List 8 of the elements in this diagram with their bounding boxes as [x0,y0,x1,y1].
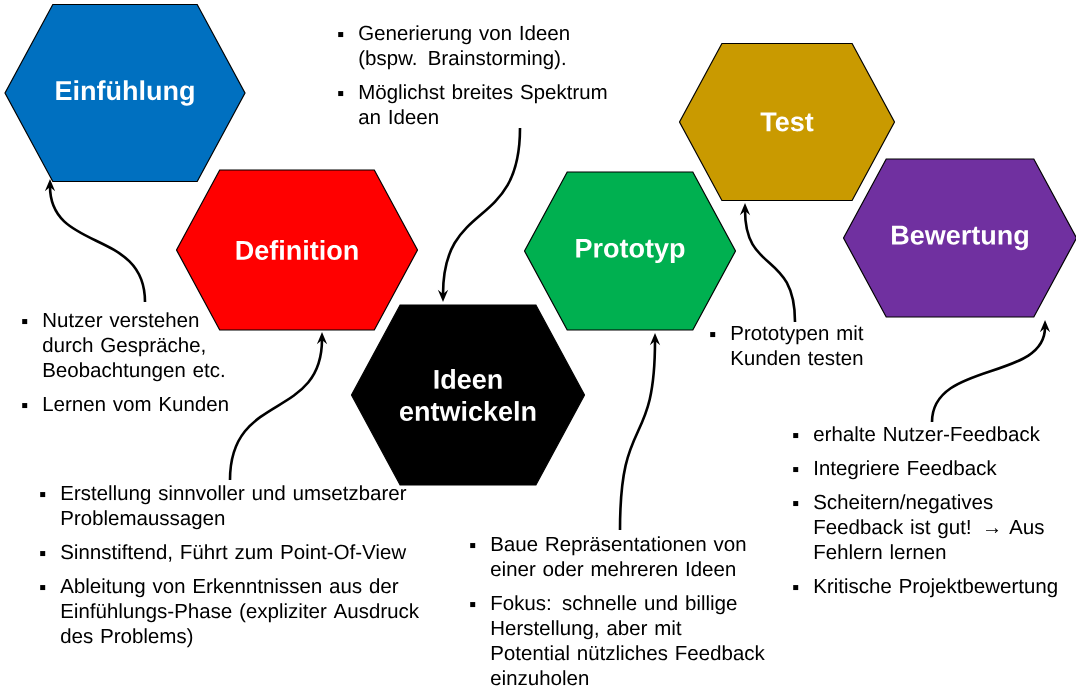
bullet-list: Erstellung sinnvoller und umsetzbarer Problemaussagen Sinnstiftend, Führt zum Point-Of-View Ableitung von Erkenntnissen aus der Einfühlungs-Phase (expliziter Ausdruck des Problems) [40,485,420,648]
bullet-list: Generierung von Ideen (bspw. Brainstorming). Möglichst breites Spektrum an Ideen [338,25,607,125]
bullet-list: Baue Repräsentationen von einer oder mehreren Ideen Fokus: schnelle und billige Herstellung, aber mit Potential nützliches Feedback einzuholen [470,536,765,686]
hexagon: Einfühlung [4,3,246,183]
hexagon: Test [678,42,896,202]
bullet-list: erhalte Nutzer-Feedback Integriere Feedback Scheitern/negatives Feedback ist gut! → Aus Fehlern lernen Kritische Projektbewertung [793,426,1057,598]
hexagon: Ideen entwickeln [350,304,586,486]
hexagon: Bewertung [842,158,1076,318]
